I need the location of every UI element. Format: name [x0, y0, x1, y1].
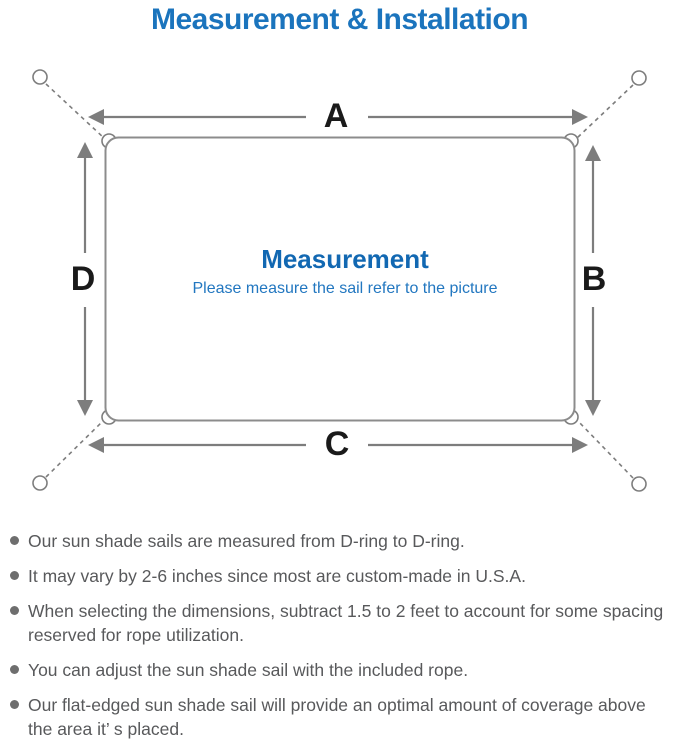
bullet-icon	[10, 571, 19, 580]
dashed-guide-lines	[45, 83, 634, 479]
note-text: When selecting the dimensions, subtract …	[28, 601, 664, 645]
label-c: C	[325, 425, 350, 463]
anchor-point-icons	[32, 69, 647, 492]
note-text: It may vary by 2-6 inches since most are…	[28, 566, 526, 586]
page-title: Measurement & Installation	[150, 3, 529, 36]
measurement-diagram: A B C D Measurement Please measure the s…	[32, 69, 647, 492]
sail-outline	[104, 136, 576, 422]
list-item: You can adjust the sun shade sail with t…	[10, 658, 671, 682]
bullet-icon	[10, 700, 19, 709]
list-item: Our flat-edged sun shade sail will provi…	[10, 693, 671, 741]
measurement-heading: Measurement	[261, 244, 429, 274]
label-a: A	[324, 97, 349, 135]
bullet-icon	[10, 536, 19, 545]
measurement-caption: Please measure the sail refer to the pic…	[192, 280, 497, 297]
bullet-icon	[10, 665, 19, 674]
list-item: It may vary by 2-6 inches since most are…	[10, 564, 671, 588]
label-d: D	[71, 260, 96, 298]
note-text: You can adjust the sun shade sail with t…	[28, 660, 469, 680]
note-text: Our sun shade sails are measured from D-…	[28, 531, 465, 551]
list-item: When selecting the dimensions, subtract …	[10, 599, 671, 647]
note-text: Our flat-edged sun shade sail will provi…	[28, 695, 646, 739]
label-b: B	[582, 260, 607, 298]
bullet-icon	[10, 606, 19, 615]
arrowheads	[77, 109, 601, 453]
notes-list: Our sun shade sails are measured from D-…	[10, 529, 671, 752]
list-item: Our sun shade sails are measured from D-…	[10, 529, 671, 553]
